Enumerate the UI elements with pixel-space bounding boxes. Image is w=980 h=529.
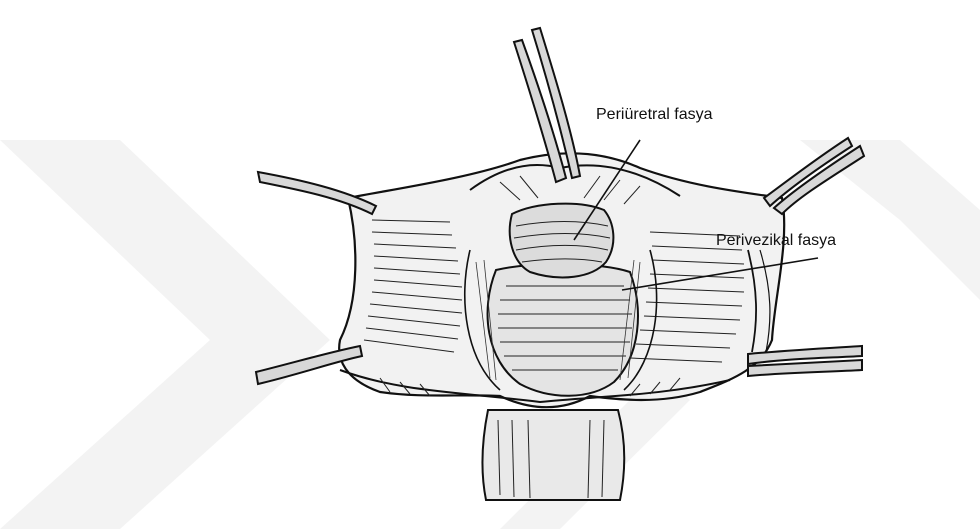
urethra — [510, 204, 614, 278]
urethral-stem — [482, 410, 624, 500]
label-periuretral-fascia: Periüretral fasya — [596, 107, 713, 123]
label-perivesical-fascia: Perivezikal fasya — [716, 233, 836, 249]
